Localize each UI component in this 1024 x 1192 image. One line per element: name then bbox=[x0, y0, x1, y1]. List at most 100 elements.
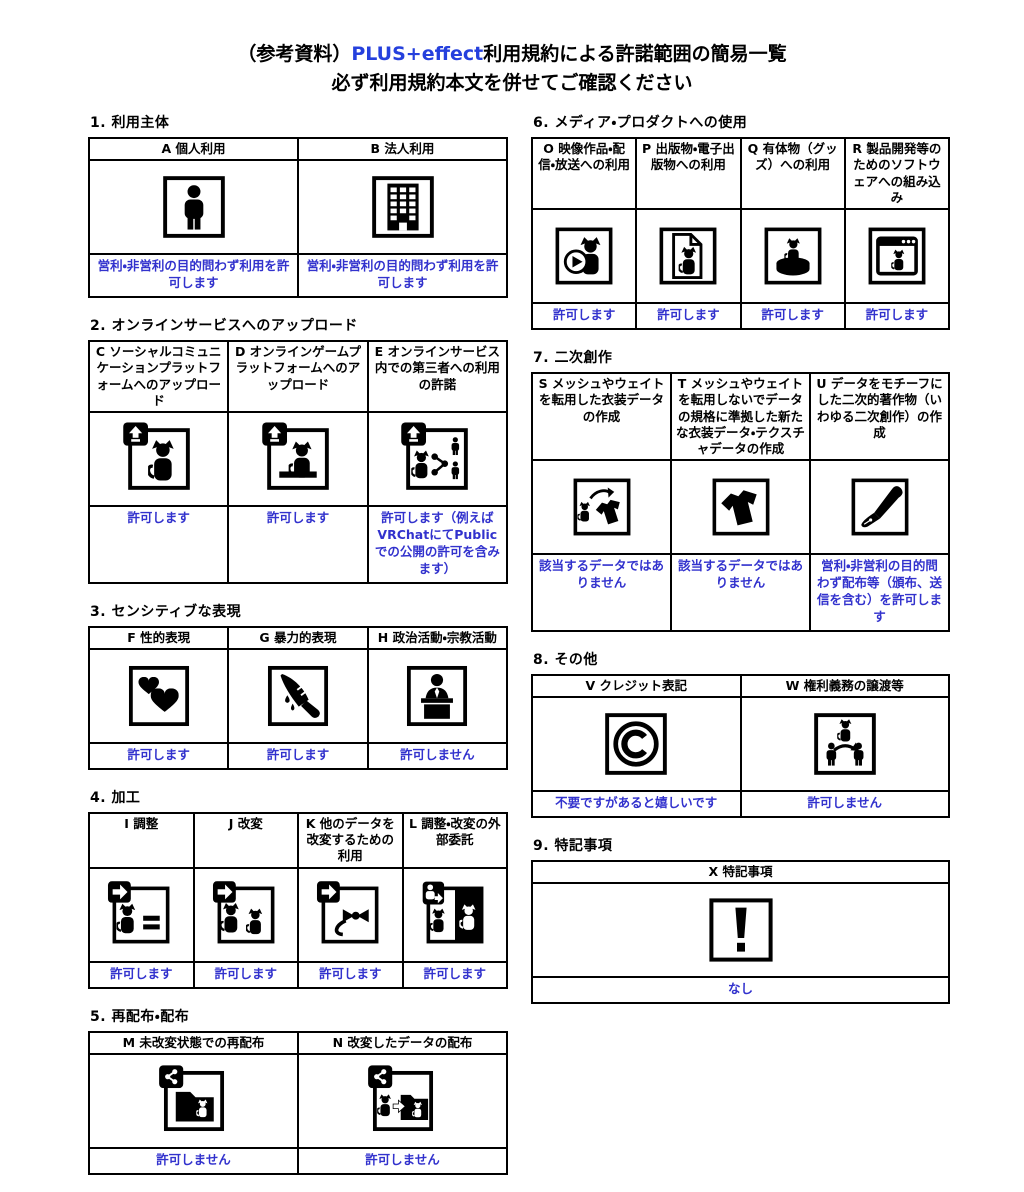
section-usage-subject: 1. 利用主体 A 個人利用 B 法人利用 bbox=[88, 112, 508, 298]
cell-icon-A bbox=[90, 161, 297, 254]
cell-icon-E bbox=[368, 413, 506, 505]
cell-header-N: N 改変したデータの配布 bbox=[299, 1032, 506, 1053]
cell-result-J: 許可します bbox=[194, 962, 297, 987]
costume-shirt-icon bbox=[712, 478, 769, 536]
modify-other-data-icon bbox=[317, 880, 379, 943]
cell-result-P: 許可します bbox=[637, 304, 740, 328]
mesh-reuse-icon bbox=[573, 478, 630, 536]
section-table: A 個人利用 B 法人利用 bbox=[88, 137, 508, 298]
title-prefix: （参考資料） bbox=[237, 43, 352, 65]
cell-icon-P bbox=[637, 210, 740, 302]
cell-result-K: 許可します bbox=[299, 962, 402, 987]
cell-icon-M bbox=[90, 1054, 297, 1147]
cell-icon-L bbox=[403, 868, 506, 961]
section-derivative-works: 7. 二次創作 S メッシュやウェイトを転用した衣装データの作成 T メッシュや… bbox=[531, 347, 950, 632]
video-cat-icon bbox=[555, 227, 613, 285]
cell-icon-S bbox=[533, 461, 670, 554]
cell-header-K: K 他のデータを改変するための利用 bbox=[299, 813, 402, 867]
cell-icon-B bbox=[299, 161, 506, 254]
cell-result-H: 許可しません bbox=[368, 743, 506, 768]
cell-icon-U bbox=[811, 461, 948, 554]
rights-transfer-icon bbox=[813, 713, 876, 775]
section-table: C ソーシャルコミュニケーションプラットフォームへのアップロード D オンライン… bbox=[88, 340, 508, 584]
share-modified-folder-icon bbox=[367, 1065, 433, 1131]
cell-result-R: 許可します bbox=[845, 304, 948, 328]
cell-header-P: P 出版物・電子出版物への利用 bbox=[637, 139, 740, 208]
section-label: 5. 再配布・配布 bbox=[90, 1008, 190, 1025]
cell-header-H: H 政治活動・宗教活動 bbox=[368, 627, 506, 648]
section-other: 8. その他 V クレジット表記 W 権利義務の譲渡等 bbox=[531, 649, 950, 818]
cell-icon-C bbox=[90, 413, 228, 505]
section-media-product: 6. メディア・プロダクトへの使用 O 映像作品・配信・放送への利用 P 出版物… bbox=[531, 112, 950, 330]
section-label: 6. メディア・プロダクトへの使用 bbox=[533, 115, 748, 131]
page-title: （参考資料）PLUS+effect利用規約による許諾範囲の簡易一覧 必ず利用規約… bbox=[0, 40, 1024, 99]
cell-icon-R bbox=[845, 210, 948, 302]
section-sensitive-expression: 3. センシティブな表現 F 性的表現 G 暴力的表現 H 政治活動・宗教活動 bbox=[88, 601, 508, 770]
section-label: 3. センシティブな表現 bbox=[90, 603, 242, 620]
cell-result-D: 許可します bbox=[229, 507, 367, 582]
page-title-line1: （参考資料）PLUS+effect利用規約による許諾範囲の簡易一覧 bbox=[0, 40, 1024, 69]
section-label: 9. 特記事項 bbox=[533, 838, 613, 854]
cell-header-R: R 製品開発等のためのソフトウェアへの組み込み bbox=[845, 139, 948, 208]
share-folder-icon bbox=[158, 1065, 224, 1131]
cell-icon-V bbox=[533, 698, 740, 790]
cell-result-X: なし bbox=[533, 978, 948, 1003]
brand-name: PLUS+effect bbox=[351, 43, 484, 65]
left-column: 1. 利用主体 A 個人利用 B 法人利用 bbox=[88, 112, 508, 1192]
section-label: 1. 利用主体 bbox=[90, 115, 170, 131]
cell-header-A: A 個人利用 bbox=[90, 139, 297, 160]
cell-header-M: M 未改変状態での再配布 bbox=[90, 1032, 297, 1053]
section-processing: 4. 加工 I 調整 J 改変 K 他のデータを改変するための利用 L 調整・改… bbox=[88, 787, 508, 989]
cell-result-B: 営利・非営利の目的問わず利用を許可します bbox=[299, 255, 506, 296]
cell-header-U: U データをモチーフにした二次的著作物（いわゆる二次創作）の作成 bbox=[811, 374, 948, 460]
cell-header-X: X 特記事項 bbox=[533, 862, 948, 883]
title-suffix: 利用規約による許諾範囲の簡易一覧 bbox=[483, 43, 787, 65]
cell-result-G: 許可します bbox=[229, 743, 367, 768]
pen-icon bbox=[851, 478, 908, 536]
cell-result-N: 許可しません bbox=[299, 1148, 506, 1173]
hearts-icon bbox=[128, 665, 189, 726]
cell-header-E: E オンラインサービス内での第三者への利用の許諾 bbox=[368, 342, 506, 411]
cell-icon-X bbox=[533, 884, 948, 977]
section-table: M 未改変状態での再配布 N 改変したデータの配布 bbox=[88, 1030, 508, 1175]
cell-result-O: 許可します bbox=[533, 304, 636, 328]
outsource-icon bbox=[422, 881, 484, 943]
cell-header-W: W 権利義務の譲渡等 bbox=[741, 675, 948, 696]
cell-result-V: 不要ですがあると嬉しいです bbox=[533, 792, 740, 816]
goods-figure-icon bbox=[764, 227, 822, 285]
section-label: 7. 二次創作 bbox=[533, 350, 613, 366]
cell-icon-G bbox=[229, 649, 367, 742]
cell-icon-T bbox=[672, 461, 809, 554]
cell-header-O: O 映像作品・配信・放送への利用 bbox=[533, 139, 636, 208]
section-online-upload: 2. オンラインサービスへのアップロード C ソーシャルコミュニケーションプラッ… bbox=[88, 315, 508, 584]
cell-header-Q: Q 有体物（グッズ）への利用 bbox=[741, 139, 844, 208]
cell-result-F: 許可します bbox=[90, 743, 228, 768]
cell-result-L: 許可します bbox=[403, 962, 506, 987]
cell-header-G: G 暴力的表現 bbox=[229, 627, 367, 648]
cell-result-Q: 許可します bbox=[741, 304, 844, 328]
cell-header-I: I 調整 bbox=[90, 813, 193, 867]
cell-icon-Q bbox=[741, 210, 844, 302]
section-label: 2. オンラインサービスへのアップロード bbox=[90, 318, 358, 334]
cell-header-L: L 調整・改変の外部委託 bbox=[403, 813, 506, 867]
exclamation-icon bbox=[708, 898, 773, 962]
cell-result-I: 許可します bbox=[90, 962, 193, 987]
cat-upload-icon bbox=[122, 422, 190, 490]
cell-result-S: 該当するデータではありません bbox=[533, 555, 670, 630]
podium-speaker-icon bbox=[407, 665, 468, 726]
right-column: 6. メディア・プロダクトへの使用 O 映像作品・配信・放送への利用 P 出版物… bbox=[531, 112, 950, 1021]
cell-result-M: 許可しません bbox=[90, 1148, 297, 1173]
cell-result-A: 営利・非営利の目的問わず利用を許可します bbox=[90, 255, 297, 296]
copyright-icon bbox=[605, 713, 668, 775]
cell-icon-I bbox=[90, 868, 193, 961]
cell-header-B: B 法人利用 bbox=[299, 139, 506, 160]
section-table: V クレジット表記 W 権利義務の譲渡等 不要です bbox=[531, 673, 950, 818]
cell-header-J: J 改変 bbox=[194, 813, 297, 867]
cell-result-W: 許可しません bbox=[741, 792, 948, 816]
cell-result-E: 許可します（例えばVRChatにてPublicでの公開の許可を含みます） bbox=[368, 507, 506, 582]
modify-cats-icon bbox=[212, 880, 275, 943]
cell-header-T: T メッシュやウェイトを転用しないでデータの規格に準拠した新たな衣装データ・テク… bbox=[672, 374, 809, 460]
cell-result-C: 許可します bbox=[90, 507, 228, 582]
cat-game-upload-icon bbox=[262, 422, 329, 490]
software-window-icon bbox=[868, 227, 926, 285]
